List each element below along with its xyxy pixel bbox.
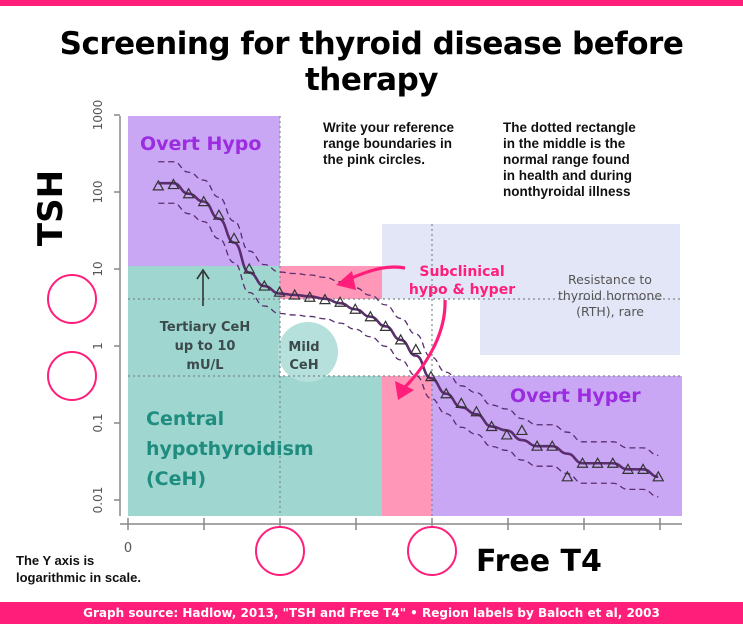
y-axis-ticks: 1000 100 10 1 0.1 0.01: [91, 100, 120, 514]
y-tick-label: 0.01: [91, 487, 105, 514]
region-subclinical-hyper: [382, 376, 432, 516]
data-point-marker: [303, 290, 316, 302]
label-overt-hypo: Overt Hypo: [140, 133, 261, 155]
note-reference-line: range boundaries in: [323, 136, 453, 151]
ft4-upper-input-circle[interactable]: [407, 526, 457, 576]
y-tick-label: 100: [91, 181, 105, 204]
label-central-2: hypothyroidism: [146, 438, 314, 460]
data-markers: [152, 178, 665, 482]
page-title: Screening for thyroid disease before the…: [59, 26, 684, 98]
label-tertiary-ceh-3: mU/L: [186, 358, 223, 373]
data-point-marker: [197, 195, 210, 207]
label-subclinical-1: Subclinical: [419, 264, 504, 280]
data-point-marker: [485, 420, 498, 432]
label-central-3: (CeH): [146, 468, 206, 490]
data-point-marker: [288, 288, 301, 300]
top-accent-bar: [0, 0, 743, 6]
data-point-marker: [652, 470, 665, 482]
region-central-ceh-lower: [128, 376, 382, 516]
x-tick-label: 0: [124, 541, 132, 556]
data-point-marker: [228, 232, 241, 243]
y-tick-label: 0.1: [91, 413, 105, 432]
note-log-line: logarithmic in scale.: [16, 570, 141, 585]
data-point-marker: [470, 405, 483, 417]
data-point-marker: [531, 439, 544, 451]
region-tertiary-ceh-upper: [230, 266, 280, 376]
confidence-band-line: [158, 202, 659, 498]
data-point-marker: [455, 397, 468, 408]
arrow-subclinical-hyper-head: [395, 381, 414, 400]
data-point-marker: [500, 428, 513, 440]
label-tertiary-ceh-2: up to 10: [175, 339, 236, 354]
data-point-marker: [637, 463, 650, 474]
data-point-marker: [349, 303, 362, 314]
data-point-marker: [243, 262, 256, 274]
region-central-ceh: [128, 266, 230, 376]
note-dotted-line: The dotted rectangle: [503, 120, 636, 135]
region-overt-hyper: [432, 376, 682, 516]
data-point-marker: [576, 457, 589, 468]
y-axis-title: TSH: [31, 170, 71, 246]
arrow-tertiary-up-head: [196, 268, 210, 280]
data-point-marker: [258, 279, 271, 291]
data-point-marker: [364, 310, 377, 322]
label-rth-3: (RTH), rare: [576, 304, 644, 319]
note-reference-line: Write your reference: [323, 120, 455, 135]
data-point-marker: [379, 320, 392, 331]
data-point-marker: [273, 285, 286, 297]
ft4-lower-input-circle[interactable]: [255, 526, 305, 576]
tsh-curves: [158, 161, 659, 498]
note-dotted-line: nonthyroidal illness: [503, 184, 631, 199]
label-overt-hyper: Overt Hyper: [510, 385, 641, 407]
data-point-marker: [212, 208, 225, 220]
data-point-marker: [621, 463, 634, 474]
label-tertiary-ceh-1: Tertiary CeH: [160, 320, 250, 335]
tsh-upper-input-circle[interactable]: [47, 274, 97, 324]
y-tick-label: 1: [91, 342, 105, 350]
label-rth-1: Resistance to: [568, 272, 652, 287]
note-log-line: The Y axis is: [16, 553, 95, 568]
label-mild-ceh-2: CeH: [289, 358, 318, 373]
footer-source: Graph source: Hadlow, 2013, "TSH and Fre…: [0, 602, 743, 624]
x-axis-title: Free T4: [476, 544, 602, 579]
note-dotted-line: in the middle is the: [503, 136, 626, 151]
data-point-marker: [440, 387, 453, 399]
tsh-lower-input-circle[interactable]: [47, 351, 97, 401]
data-point-marker: [546, 439, 559, 451]
note-dotted-rectangle: The dotted rectangle in the middle is th…: [503, 120, 636, 200]
label-central-1: Central: [146, 408, 224, 430]
median-curve-line: [158, 181, 659, 479]
data-point-marker: [515, 424, 528, 436]
note-log-scale: The Y axis is logarithmic in scale.: [16, 552, 141, 586]
data-point-marker: [606, 457, 619, 468]
y-tick-label: 10: [91, 261, 105, 276]
label-rth-2: thyroid hormone: [558, 288, 662, 303]
data-point-marker: [394, 333, 407, 345]
note-reference-ranges: Write your reference range boundaries in…: [323, 120, 454, 168]
arrow-subclinical-hypo-head: [336, 271, 356, 290]
arrow-subclinical-hyper: [402, 299, 447, 390]
data-point-marker: [318, 293, 331, 305]
note-reference-line: the pink circles.: [323, 152, 426, 167]
label-mild-ceh-1: Mild: [288, 340, 319, 355]
y-tick-label: 1000: [91, 100, 105, 131]
data-point-marker: [152, 179, 165, 191]
data-point-marker: [591, 457, 604, 468]
data-point-marker: [182, 187, 195, 199]
data-point-marker: [561, 470, 574, 482]
data-point-marker: [424, 370, 438, 382]
mild-ceh-circle: [278, 322, 338, 382]
data-point-marker: [409, 343, 422, 355]
note-dotted-line: normal range found: [503, 152, 630, 167]
data-point-marker: [334, 296, 347, 307]
confidence-band-line: [158, 161, 659, 457]
label-subclinical-2: hypo & hyper: [409, 282, 515, 298]
note-dotted-line: in health and during: [503, 168, 632, 183]
region-overt-hypo: [128, 116, 280, 266]
data-point-marker: [167, 178, 180, 190]
